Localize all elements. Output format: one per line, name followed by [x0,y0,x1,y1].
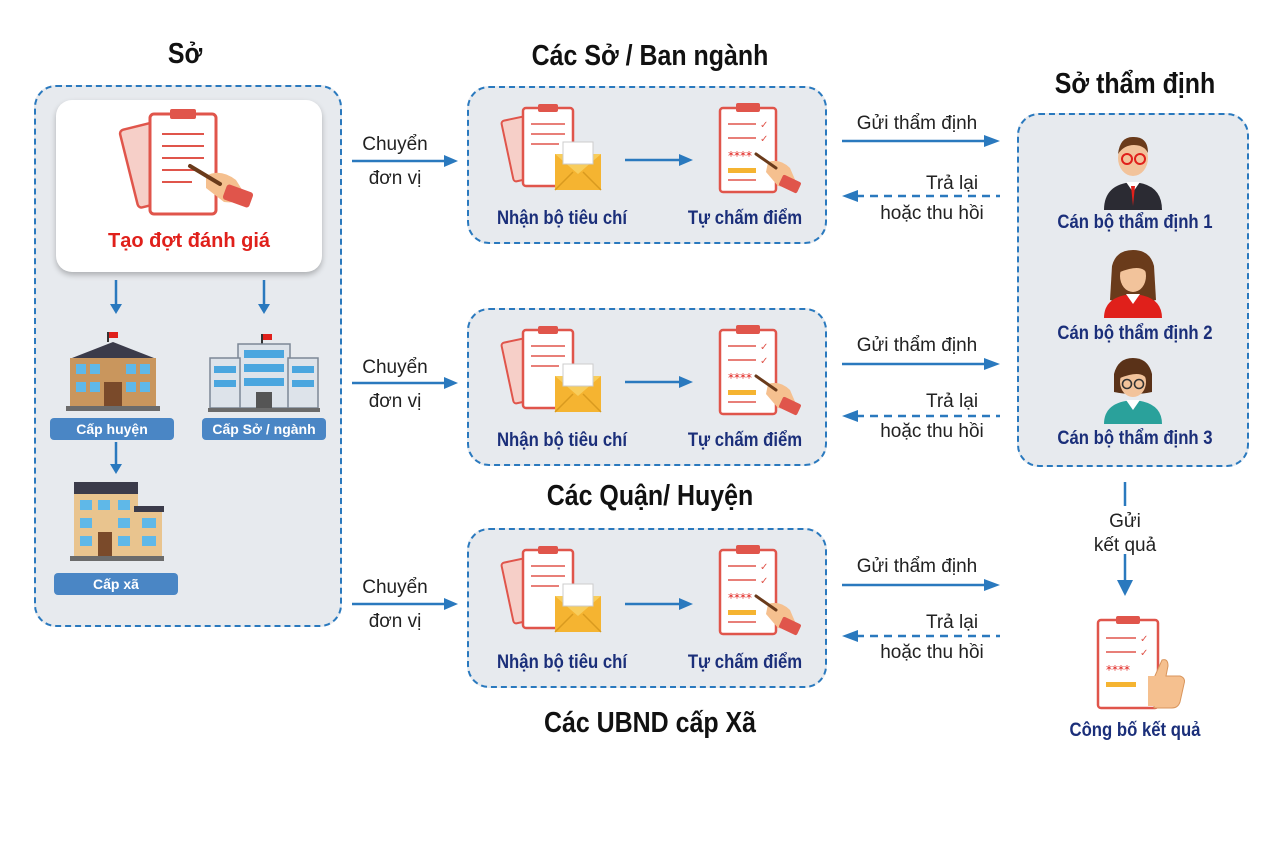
svg-text:✓: ✓ [760,342,768,353]
right-arrow-icon [352,598,458,610]
departments-title: Các Sở / Ban ngành [531,40,769,72]
dashed-left-arrow-icon [842,190,1000,202]
department-level-tag[interactable]: Cấp Sở / ngành [202,418,326,440]
svg-text:✓: ✓ [760,576,768,587]
dashed-left-arrow-icon [842,410,1000,422]
commune-level-tag[interactable]: Cấp xã [54,573,178,595]
female-appraiser-avatar-icon [1104,250,1162,318]
self-score-label: Tự chấm điểm [687,208,803,229]
receive-criteria-label: Nhận bộ tiêu chí [496,208,628,229]
svg-text:****: **** [1106,663,1130,677]
self-score-label: Tự chấm điểm [687,430,803,451]
right-arrow-icon [352,377,458,389]
clipboard-pen-icon [118,109,254,216]
receive-criteria-label: Nhận bộ tiêu chí [496,430,628,451]
receive-criteria-icon [500,326,602,413]
svg-text:****: **** [728,591,752,605]
appraiser-2-label: Cán bộ thẩm định 2 [1057,323,1213,344]
district-building-icon [66,332,160,411]
svg-text:✓: ✓ [760,120,768,131]
right-arrow-icon [625,154,693,166]
dashed-left-arrow-icon [842,630,1000,642]
svg-text:✓: ✓ [1140,634,1148,645]
publish-result-label: Công bố kết quả [1069,720,1201,741]
down-arrow-icon [1117,482,1133,596]
publish-result-icon: ✓ ✓ **** [1096,616,1185,710]
commune-building-icon [70,482,164,561]
send-appraisal-label: Gửi thẩm định [856,113,978,134]
receive-criteria-label: Nhận bộ tiêu chí [496,652,628,673]
down-arrow-icon [258,280,270,314]
self-score-label: Tự chấm điểm [687,652,803,673]
appraisal-title: Sở thẩm định [1054,68,1216,100]
right-arrow-icon [842,135,1000,147]
svg-text:✓: ✓ [760,356,768,367]
right-arrow-icon [352,155,458,167]
svg-text:✓: ✓ [760,562,768,573]
down-arrow-icon [110,280,122,314]
svg-text:✓: ✓ [1140,648,1148,659]
districts-title: Các Quận/ Huyện [546,480,754,512]
down-arrow-icon [110,442,122,474]
right-arrow-icon [842,358,1000,370]
appraiser-3-label: Cán bộ thẩm định 3 [1057,428,1213,449]
so-title: Sở [167,38,203,70]
district-level-tag[interactable]: Cấp huyện [50,418,174,440]
send-appraisal-label: Gửi thẩm định [856,556,978,577]
right-arrow-icon [842,579,1000,591]
receive-criteria-icon [500,546,602,633]
department-building-icon [208,334,320,412]
right-arrow-icon [625,376,693,388]
self-score-icon: ✓ ✓ **** [718,103,801,194]
receive-criteria-icon [500,104,602,191]
female-appraiser-glasses-avatar-icon [1104,358,1162,424]
self-score-icon: ✓ ✓ **** [718,325,801,416]
svg-text:****: **** [728,149,752,163]
svg-text:****: **** [728,371,752,385]
right-arrow-icon [625,598,693,610]
create-assessment-label: Tạo đợt đánh giá [108,230,270,252]
send-appraisal-label: Gửi thẩm định [856,335,978,356]
svg-text:✓: ✓ [760,134,768,145]
male-appraiser-avatar-icon [1104,136,1162,210]
self-score-icon: ✓ ✓ **** [718,545,801,636]
communes-title: Các UBND cấp Xã [543,707,757,739]
appraiser-1-label: Cán bộ thẩm định 1 [1057,212,1213,233]
